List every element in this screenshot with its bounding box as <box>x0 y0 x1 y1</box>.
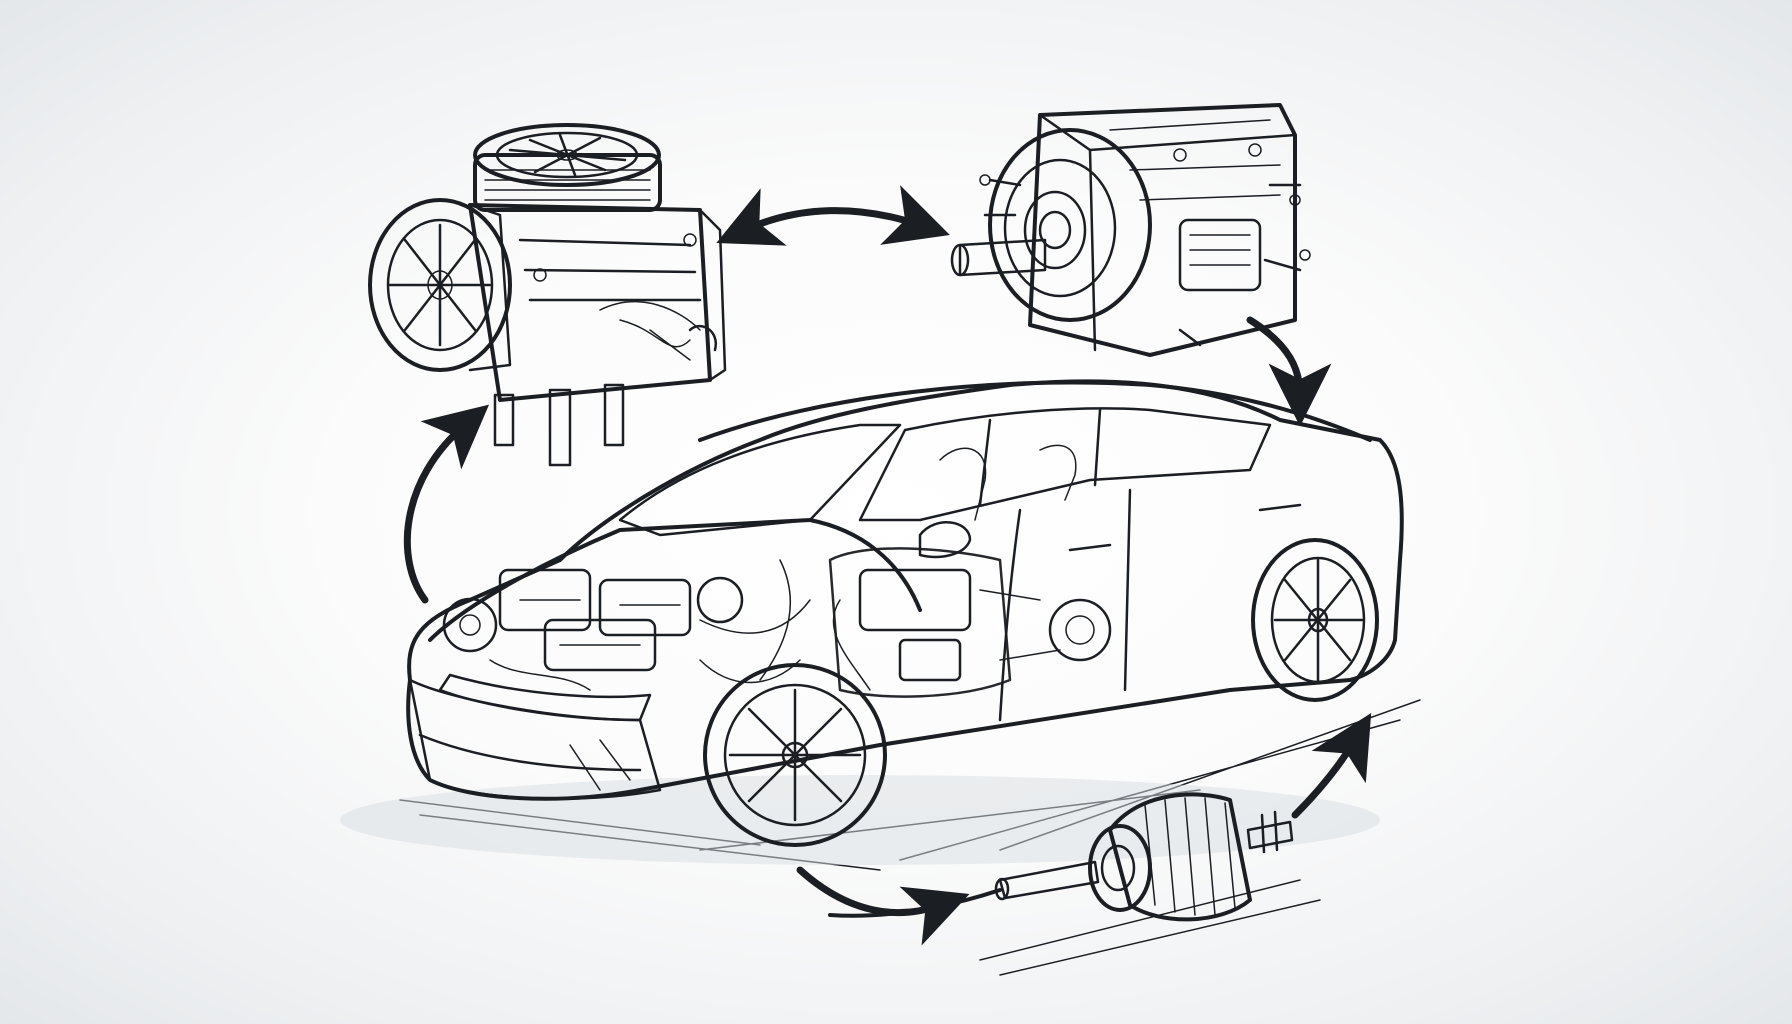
car-front-wheel <box>703 663 887 847</box>
engine-pipes <box>493 301 718 467</box>
flow-arrows <box>403 185 1372 946</box>
car-motor-cutaway <box>759 547 1112 698</box>
car-rear-wheel <box>1251 538 1379 702</box>
arrow-rotor-loop <box>796 866 970 946</box>
gearbox-flange <box>988 128 1152 322</box>
arrow-gearbox-to-car <box>1246 316 1332 427</box>
car-hood <box>428 518 922 642</box>
arrow-rotor-up <box>1291 712 1372 819</box>
car-headlight <box>438 673 652 722</box>
car-body <box>406 379 1404 801</box>
arrow-car-to-engine <box>403 404 490 604</box>
top-fan <box>473 123 662 212</box>
car-mirror <box>918 521 972 559</box>
gearbox-shaft <box>950 238 1047 277</box>
car-windshield <box>618 423 902 537</box>
gearbox-motor-unit <box>950 103 1311 357</box>
car-engine-cutaway <box>442 568 811 691</box>
ground-shading <box>340 699 1421 976</box>
electric-car <box>406 379 1404 847</box>
car-side-windows <box>858 407 1272 522</box>
side-fan <box>368 198 512 372</box>
engine-block-with-fan <box>368 123 727 467</box>
double-arrow-between-units <box>716 185 950 246</box>
